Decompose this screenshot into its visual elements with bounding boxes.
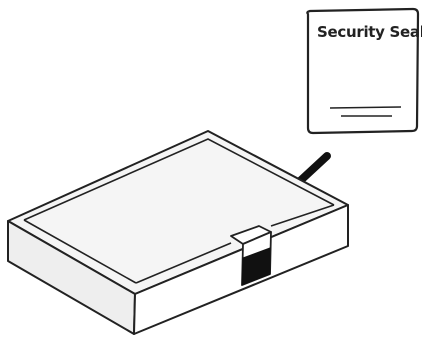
- seal-card-line-1: [330, 107, 401, 108]
- seal-card-title: Security Seal: [317, 23, 422, 41]
- security-seal-card: Security Seal: [307, 9, 422, 133]
- package-box: [8, 131, 348, 334]
